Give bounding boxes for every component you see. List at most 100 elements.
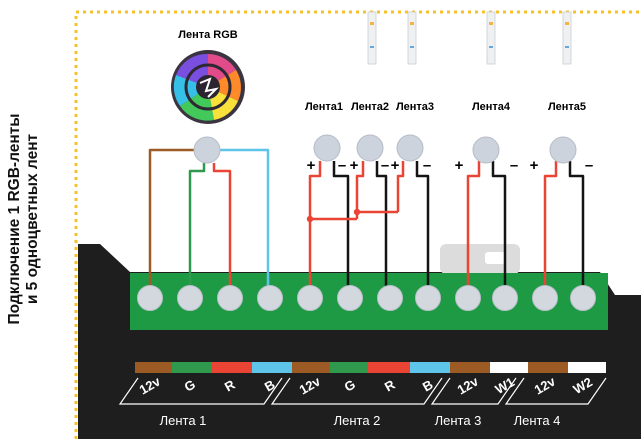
- group-bracket: [118, 377, 283, 405]
- terminal-color-swatch: [568, 362, 606, 373]
- group-brackets: Лента 1 Лента 2 Лента 3 Лента 4: [118, 377, 607, 428]
- title-line-2: и 5 одноцветных лент: [24, 133, 41, 305]
- terminal-block: [130, 273, 608, 330]
- minus-sign: –: [585, 157, 593, 174]
- terminal-color-swatch: [252, 362, 292, 373]
- plus-sign: +: [530, 157, 539, 174]
- strip-label: Лента5: [548, 101, 586, 113]
- terminal-screw: [217, 285, 243, 311]
- strip-connector: [549, 136, 577, 164]
- strip-labels: Лента1 Лента2 Лента3 Лента4 Лента5: [305, 101, 586, 113]
- terminal-screw: [492, 285, 518, 311]
- terminal-color-swatch: [528, 362, 568, 373]
- wire-minus-strip2: [375, 161, 388, 296]
- dotted-outline: [74, 10, 641, 439]
- wires: [148, 148, 585, 296]
- terminal-color-swatch: [410, 362, 450, 373]
- terminal-screw: [257, 285, 283, 311]
- minus-sign: –: [423, 157, 431, 174]
- plus-sign: +: [455, 157, 464, 174]
- rgb-strip-label: Лента RGB: [178, 29, 238, 41]
- output-group-label: Лента 1: [160, 413, 207, 428]
- output-group-label: Лента 2: [334, 413, 381, 428]
- plus-sign: +: [307, 157, 316, 174]
- terminal-screw: [337, 285, 363, 311]
- terminal-screw: [177, 285, 203, 311]
- rgb-strip-reel: [171, 50, 245, 124]
- strip-connectors: [193, 134, 577, 164]
- diagram-title: Подключение 1 RGB-ленты и 5 одноцветных …: [6, 113, 42, 324]
- terminal-color-swatch: [490, 362, 528, 373]
- strip-image: [407, 11, 417, 65]
- terminal-color-swatch: [172, 362, 212, 373]
- strip-connector: [356, 134, 384, 162]
- strip-led: [489, 22, 493, 25]
- strip-label: Лента1: [305, 101, 343, 113]
- terminal-screw: [415, 285, 441, 311]
- terminal-screw: [137, 285, 163, 311]
- terminal-screw: [377, 285, 403, 311]
- terminal-color-swatch: [450, 362, 490, 373]
- terminal-color-swatch: [330, 362, 368, 373]
- minus-sign: –: [338, 157, 346, 174]
- output-group-label: Лента 3: [435, 413, 482, 428]
- wire-plus-strip3: [396, 161, 405, 212]
- strip-led: [565, 22, 569, 25]
- minus-sign: –: [510, 157, 518, 174]
- strip-connector: [313, 134, 341, 162]
- housing-panel: [440, 244, 520, 274]
- group-bracket: [270, 377, 443, 405]
- wire-12v-rgb: [148, 148, 194, 296]
- strip-image: [562, 11, 572, 65]
- terminal-color-strip: [135, 362, 606, 373]
- strip-label: Лента3: [396, 101, 434, 113]
- wire-green: [188, 163, 206, 296]
- terminal-screw: [455, 285, 481, 311]
- terminal-screw: [297, 285, 323, 311]
- strip-led: [410, 22, 414, 25]
- wire-red: [212, 163, 232, 296]
- title-line-1: Подключение 1 RGB-ленты: [6, 113, 23, 325]
- terminal-screw: [532, 285, 558, 311]
- terminal-color-swatch: [135, 362, 172, 373]
- wire-blue: [220, 148, 270, 296]
- wire-plus-strip2: [355, 161, 365, 212]
- housing-panel-notch: [485, 252, 505, 264]
- output-group-label: Лента 4: [514, 413, 561, 428]
- wire-minus-strip5: [568, 161, 585, 296]
- strip-marker: [410, 46, 414, 48]
- terminal-screws: [137, 285, 596, 311]
- group-bracket: [504, 377, 607, 405]
- strip-image: [486, 11, 496, 65]
- strip-images: [367, 11, 572, 65]
- strip-marker: [489, 46, 493, 48]
- wire-minus-strip1: [332, 161, 350, 296]
- wire-plus-strip1: [308, 161, 322, 296]
- terminal-color-swatch: [212, 362, 252, 373]
- wire-plus-bridge-a: [310, 212, 359, 221]
- strip-connector: [193, 136, 221, 164]
- strip-label: Лента4: [472, 101, 511, 113]
- wire-junction: [306, 215, 314, 223]
- polarity-signs: +–+–+–+–+–: [307, 157, 594, 174]
- plus-sign: +: [391, 157, 400, 174]
- strip-led: [370, 22, 374, 25]
- group-bracket: [430, 377, 517, 405]
- strip-marker: [370, 46, 374, 48]
- strip-marker: [565, 46, 569, 48]
- strip-image: [367, 11, 377, 65]
- terminal-screw: [570, 285, 596, 311]
- wire-minus-strip4: [491, 161, 507, 296]
- wire-minus-strip3: [415, 161, 430, 296]
- strip-label: Лента2: [351, 101, 389, 113]
- minus-sign: –: [381, 157, 389, 174]
- wire-plus-strip4: [466, 161, 481, 296]
- wire-junction: [353, 208, 361, 216]
- strip-connector: [396, 134, 424, 162]
- wire-plus-strip5: [543, 161, 558, 296]
- strip-connector: [472, 136, 500, 164]
- terminal-color-swatch: [292, 362, 330, 373]
- plus-sign: +: [350, 157, 359, 174]
- terminal-color-swatch: [368, 362, 410, 373]
